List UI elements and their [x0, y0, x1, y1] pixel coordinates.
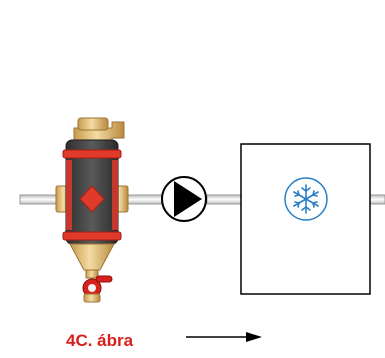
pump-symbol	[161, 176, 207, 222]
dirt-separator	[55, 117, 129, 303]
pipe-separator-to-pump	[127, 194, 163, 205]
figure-caption: 4C. ábra	[66, 331, 134, 350]
arrow-right-icon	[186, 332, 262, 342]
pipe-pump-to-cooler	[206, 194, 242, 205]
cooling-unit	[240, 143, 371, 295]
snowflake-icon	[284, 177, 328, 221]
pipe-outlet	[369, 194, 385, 205]
pipe-inlet	[19, 194, 61, 205]
